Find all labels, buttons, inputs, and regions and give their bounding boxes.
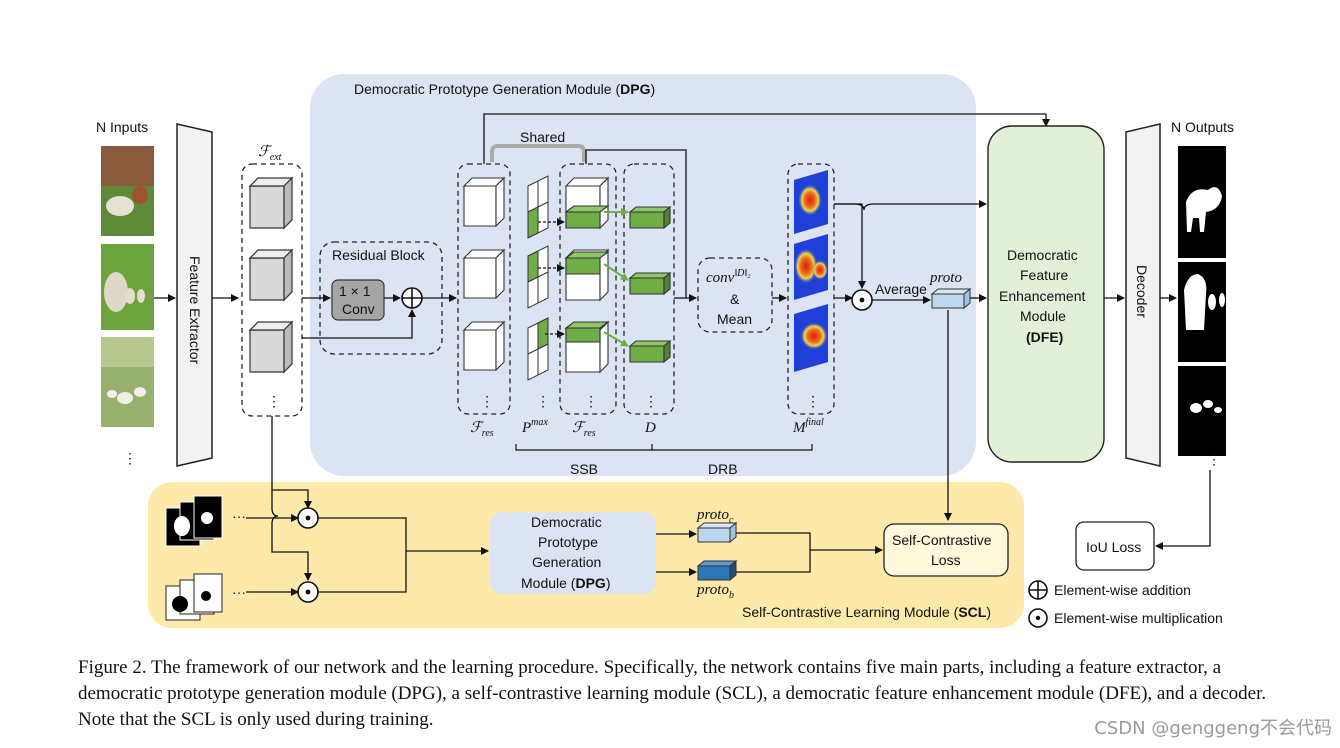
scl-ellipsis-1: ··· <box>232 508 246 524</box>
decoder-block <box>1125 123 1161 467</box>
proto-cube <box>930 287 972 310</box>
conv-1x1-line2: Conv <box>342 301 375 317</box>
csdn-watermark: CSDN @genggeng不会代码 <box>1094 718 1332 739</box>
scl-dpg-line-3: Generation <box>532 554 601 570</box>
legend-mul-icon <box>1028 608 1048 628</box>
n-outputs-label: N Outputs <box>1171 119 1234 135</box>
self-contrastive-line-2: Loss <box>931 552 961 568</box>
dfe-line-5: (DFE) <box>1026 329 1063 345</box>
scl-dpg-line-4: Module (DPG) <box>521 575 610 591</box>
scl-dpg-box <box>490 512 656 594</box>
p-max-label: Pmax <box>521 417 548 436</box>
output-mask-1 <box>1178 146 1226 258</box>
dfe-line-2: Feature <box>1020 267 1068 283</box>
proto-c-label: protoc <box>696 507 734 526</box>
m-final-label: Mfinal <box>792 417 824 436</box>
input-image-3 <box>101 337 154 427</box>
conv-mean-dashed-box <box>697 257 773 333</box>
proto-b-label: protob <box>696 582 734 601</box>
legend-mul-label: Element-wise multiplication <box>1054 610 1223 626</box>
shared-label: Shared <box>520 129 565 145</box>
f-ext-cubes <box>248 176 294 374</box>
self-contrastive-line-1: Self-Contrastive <box>892 532 992 548</box>
p-max-arrows <box>538 218 565 338</box>
f-ext-dashed-box <box>241 163 303 417</box>
f-res2-label: ℱres <box>572 420 596 439</box>
f-ext-label: ℱext <box>258 144 282 163</box>
scl-dpg-line-2: Prototype <box>538 534 598 550</box>
input-dots: ⋮ <box>123 450 137 466</box>
scl-mask-stack-fg <box>165 495 223 547</box>
proto-b-cube <box>696 559 738 582</box>
scl-mul-icon-1 <box>297 507 319 529</box>
conv-norm-label: conv‖D‖₂ <box>706 268 751 286</box>
drb-label: DRB <box>708 461 738 477</box>
p-max-grids <box>527 175 549 381</box>
dpg-title: Democratic Prototype Generation Module (… <box>354 81 655 97</box>
legend-add-icon <box>1028 580 1048 600</box>
drb-bracket <box>652 444 813 451</box>
legend-add-label: Element-wise addition <box>1054 582 1191 598</box>
d-green-cubes <box>628 205 672 364</box>
f-res-label: ℱres <box>470 420 494 439</box>
dfe-module-box <box>987 125 1105 463</box>
figure-caption: Figure 2. The framework of our network a… <box>78 657 1267 730</box>
element-wise-mul-icon <box>851 289 873 311</box>
shared-bracket <box>490 144 586 162</box>
residual-block-label: Residual Block <box>332 247 426 263</box>
f-res2-cubes <box>564 176 610 374</box>
scl-dpg-line-1: Democratic <box>531 514 602 530</box>
f-res2-dashed-box <box>559 163 617 415</box>
d-dashed-box <box>623 163 675 415</box>
input-image-2 <box>101 244 154 330</box>
average-label: Average <box>875 281 927 297</box>
feature-extractor-label: Feature Extractor <box>187 256 203 364</box>
f-res-dashed-box <box>457 163 511 415</box>
d-label: D <box>644 420 656 436</box>
heatmaps <box>794 170 828 372</box>
scl-title: Self-Contrastive Learning Module (SCL) <box>742 604 991 620</box>
amp-label: & <box>730 291 740 307</box>
m-final-dashed-box <box>787 163 835 415</box>
d-dots: ⋮ <box>644 393 658 409</box>
proto-c-cube <box>696 521 738 544</box>
p-max-dots: ⋮ <box>536 393 550 409</box>
self-contrastive-loss-box <box>883 523 1009 577</box>
f-res2-dots: ⋮ <box>584 393 598 409</box>
ssb-label: SSB <box>570 461 598 477</box>
iou-loss-box <box>1075 521 1155 571</box>
feature-extractor-block <box>176 123 213 467</box>
decoder-label: Decoder <box>1134 265 1150 318</box>
n-inputs-label: N Inputs <box>96 119 148 135</box>
ssb-bracket <box>515 444 653 451</box>
scl-ellipsis-2: ··· <box>232 584 246 600</box>
scl-mask-stack-bg <box>165 573 223 621</box>
conv-1x1-line1: 1 × 1 <box>339 283 371 299</box>
output-mask-2 <box>1178 262 1226 362</box>
element-wise-add-icon <box>401 287 423 309</box>
proto-label: proto <box>929 270 962 286</box>
f-res-dots: ⋮ <box>480 393 494 409</box>
iou-loss-label: IoU Loss <box>1086 539 1141 555</box>
m-final-dots: ⋮ <box>806 393 820 409</box>
input-image-1 <box>101 146 154 236</box>
dfe-line-4: Module <box>1020 308 1066 324</box>
output-dots: ⋮ <box>1207 451 1221 467</box>
mean-label: Mean <box>717 311 752 327</box>
f-ext-dots: ⋮ <box>267 393 281 409</box>
f-res-cubes <box>462 176 506 372</box>
output-mask-3 <box>1178 366 1226 456</box>
dfe-line-1: Democratic <box>1007 247 1078 263</box>
conv-1x1-box <box>331 279 385 321</box>
dfe-line-3: Enhancement <box>999 288 1086 304</box>
green-arrows <box>603 208 629 347</box>
scl-mul-icon-2 <box>297 581 319 603</box>
